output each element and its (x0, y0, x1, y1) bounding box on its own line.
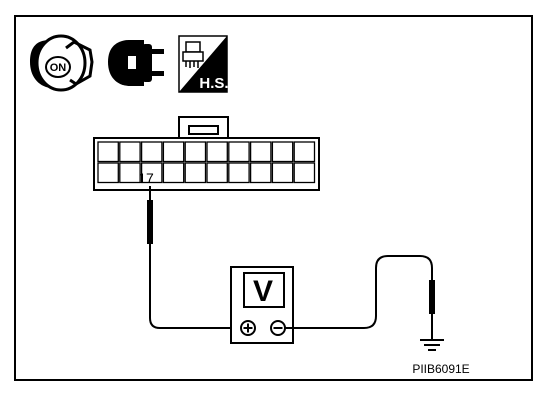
connector-cells (97, 141, 316, 184)
connector-cavity (249, 162, 272, 184)
connector-cavity (206, 162, 228, 184)
connector-cavity (184, 141, 207, 163)
negative-lead (285, 255, 435, 340)
connector-cavity (162, 162, 185, 184)
connector-cavity (140, 162, 163, 184)
connector-cavity (184, 162, 207, 184)
connector-cavity (140, 141, 163, 163)
harness-side-icon: H.S. (178, 35, 229, 93)
ignition-on-label: ON (50, 62, 67, 74)
negative-terminal-icon (270, 320, 286, 336)
connector-cavity (228, 162, 250, 184)
connector-cavity (97, 162, 119, 184)
connector-cavity (271, 162, 294, 184)
connector-cavity (162, 141, 185, 163)
hs-label: H.S. (199, 75, 228, 92)
pin-17-label: 17 (138, 170, 154, 186)
connector-cavity (271, 141, 294, 163)
figure-code: PIIB6091E (412, 362, 469, 376)
connector-cavity (293, 162, 316, 184)
connector-cavity (249, 141, 272, 163)
connector-cavity (228, 141, 250, 163)
positive-terminal-icon (240, 320, 256, 336)
connector-cavity (119, 141, 141, 163)
connector-icon (108, 40, 164, 86)
voltmeter-label: V (253, 275, 273, 308)
connector-cavity (293, 141, 316, 163)
ignition-key-on-icon: ON (30, 34, 94, 92)
connector-cavity (97, 141, 119, 163)
voltmeter: V (230, 266, 294, 344)
positive-lead (147, 186, 243, 329)
connector-cavity (119, 162, 141, 184)
connector-cavity (206, 141, 228, 163)
ground-icon (420, 339, 444, 351)
